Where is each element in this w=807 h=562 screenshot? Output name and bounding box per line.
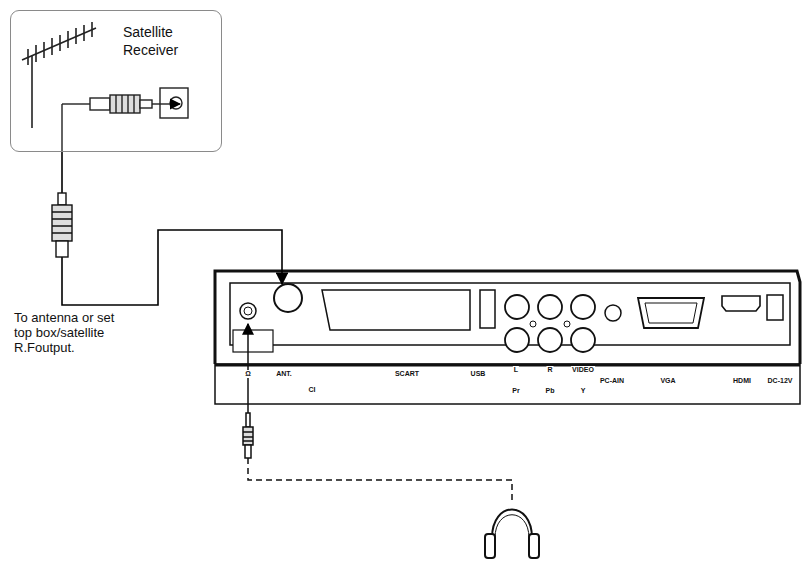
device-label: Satellite Receiver	[123, 23, 205, 59]
port-label: L	[513, 366, 519, 374]
wall-plug	[62, 88, 188, 152]
receiver-box: Satellite Receiver	[10, 10, 222, 152]
antenna-cable	[62, 152, 282, 305]
port-label: R	[546, 366, 553, 374]
port-label: DC-12V	[767, 377, 794, 385]
port-label: PC-AIN	[599, 377, 625, 385]
port-label: HDMI	[732, 377, 752, 385]
antenna	[22, 22, 96, 128]
port-label: VIDEO	[571, 366, 595, 374]
port-label: Pb	[545, 387, 556, 395]
port-label: Pr	[511, 387, 520, 395]
port-label: VGA	[659, 377, 676, 385]
tv-rear-panel	[215, 271, 800, 404]
port-label: Y	[580, 387, 587, 395]
port-label: SCART	[394, 370, 420, 378]
tv-rear-panel-labels: Ω ANT. CI SCART USB L R VIDEO Pr Pb Y PC-AIN VGA HDMI…	[215, 270, 800, 405]
port-label: USB	[470, 370, 487, 378]
headphones	[485, 510, 539, 559]
cable-note: To antenna or set top box/satellite R.Fo…	[14, 310, 136, 355]
port-label: CI	[308, 386, 317, 394]
headphone-cable	[243, 324, 512, 503]
port-label: ANT.	[275, 370, 293, 378]
port-label: Ω	[244, 370, 252, 378]
